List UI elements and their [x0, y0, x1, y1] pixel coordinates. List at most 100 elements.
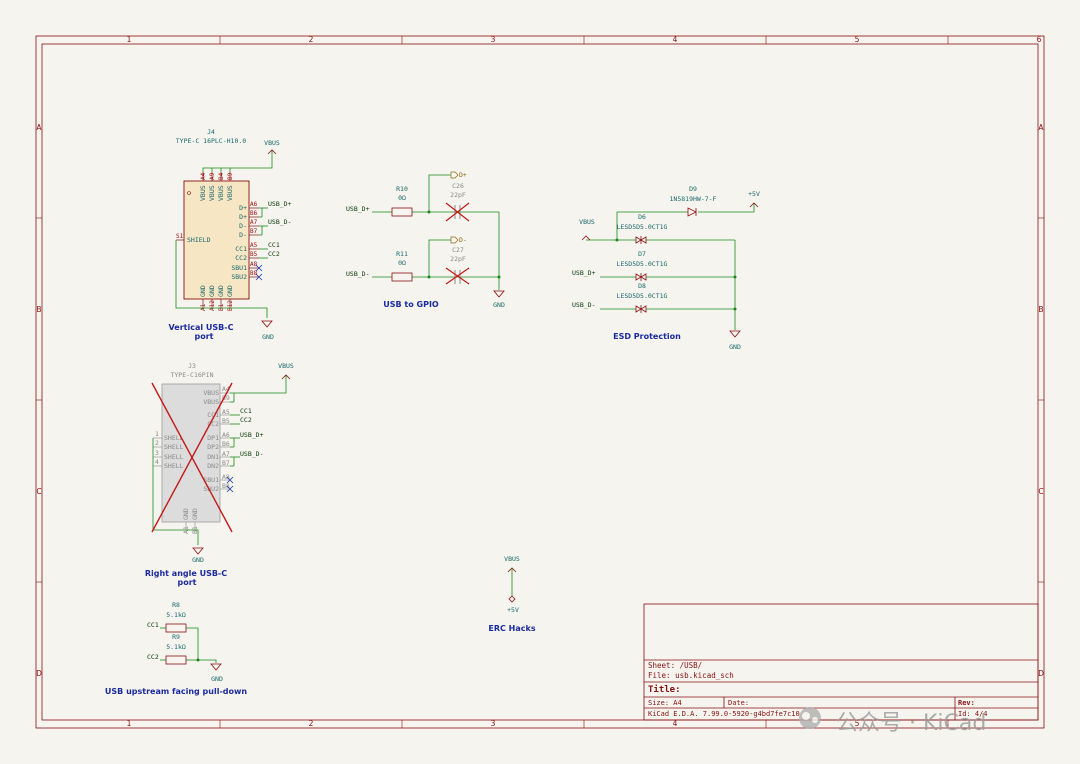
esd-title: ESD Protection: [613, 332, 681, 341]
d9-diode: [687, 207, 697, 217]
pin-num: B1: [218, 303, 225, 311]
d8-diode: [635, 305, 647, 313]
j3-body: [161, 383, 221, 523]
row-label: A: [1038, 123, 1044, 132]
pin-num: B5: [250, 251, 258, 258]
col-label: 6: [1037, 35, 1042, 44]
d7-diode: [635, 273, 647, 281]
pin-num: A8: [250, 261, 258, 268]
svg-text:A4: A4: [222, 385, 230, 393]
tb-size: Size: A4: [648, 699, 682, 707]
tb-id: Id: 4/4: [958, 710, 988, 718]
svg-text:DP2: DP2: [207, 443, 219, 451]
watermark-text: 公众号 · KiCad: [836, 711, 986, 736]
pin-name: GND: [217, 285, 225, 297]
pin-name: D+: [239, 213, 247, 221]
j3-wires: [152, 375, 287, 545]
net-label: CC1: [268, 241, 280, 249]
j3-title: Right angle USB-C: [145, 569, 227, 578]
net-label: CC1: [240, 407, 252, 415]
pin-name: CC2: [235, 254, 247, 262]
svg-text:A8: A8: [222, 473, 230, 481]
gnd-symbol: [210, 663, 222, 671]
pulldown-resistors[interactable]: R8 5.1kΩ R9 5.1kΩ CC1 CC2 GND: [147, 601, 223, 683]
p5v-symbol: [749, 202, 759, 208]
pin-name: GND: [226, 285, 234, 297]
col-label: 1: [127, 35, 132, 44]
j3-title: port: [178, 578, 197, 587]
d9-ref: D9: [689, 185, 697, 193]
pin-name: GND: [208, 285, 216, 297]
col-label: 3: [491, 35, 496, 44]
svg-text:DP1: DP1: [207, 434, 219, 442]
d8-value: LESD5D5.0CT1G: [617, 292, 668, 300]
c27-value: 22pF: [450, 255, 466, 263]
pin-num: A5: [250, 242, 258, 249]
net-label: +5V: [748, 190, 760, 198]
row-label: C: [1038, 487, 1043, 496]
j4-title: Vertical USB-C: [169, 323, 234, 332]
svg-text:SHELL: SHELL: [164, 434, 184, 442]
pin-name: D-: [239, 222, 247, 230]
net-label: GND: [192, 556, 204, 564]
net-label: VBUS: [504, 555, 520, 563]
j4-ref: J4: [207, 128, 215, 136]
svg-text:3: 3: [155, 449, 159, 457]
pin-name: VBUS: [226, 185, 234, 201]
col-label: 5: [855, 719, 860, 728]
j4-connector[interactable]: J4 TYPE-C 16PLC-H10.0 A4 A9 B4 B9 VBUS V…: [176, 128, 259, 311]
pulldown-title: USB upstream facing pull-down: [105, 687, 247, 696]
pin-num: B8: [250, 270, 258, 277]
net-label: USB_D-: [572, 301, 595, 309]
frame-labels: 1 2 3 4 5 6 1 2 3 4 5 A B C D A B C D: [36, 35, 1044, 728]
row-label: B: [1038, 305, 1043, 314]
row-label: D: [36, 669, 42, 678]
svg-text:B8: B8: [222, 482, 230, 490]
pin-name: D-: [239, 231, 247, 239]
d6-ref: D6: [638, 213, 646, 221]
r8-ref: R8: [172, 601, 180, 609]
pin-num: A4: [200, 172, 207, 180]
c26-ref: C26: [452, 182, 464, 190]
pin-num: A12: [209, 300, 216, 311]
row-label: B: [36, 305, 41, 314]
tb-title: Title:: [648, 684, 681, 695]
erc-hacks[interactable]: VBUS +5V: [504, 555, 520, 614]
net-label: CC2: [147, 653, 159, 661]
svg-text:SHELL: SHELL: [164, 443, 184, 451]
svg-text:B9: B9: [222, 394, 230, 402]
d6-value: LESD5D5.0CT1G: [617, 223, 668, 231]
no-connect-marks: [255, 264, 263, 281]
r9-ref: R9: [172, 633, 180, 641]
net-label: D-: [459, 236, 467, 244]
svg-text:CC2: CC2: [207, 420, 219, 428]
net-label: GND: [262, 333, 274, 341]
watermark: 公众号 · KiCad: [799, 707, 986, 736]
pin-num: B4: [218, 172, 225, 180]
esd-protection[interactable]: D9 1N5819HW-7-F D6 LESD5D5.0CT1G D7 LESD…: [572, 185, 760, 351]
j4-body: [183, 180, 250, 300]
col-label: 3: [491, 719, 496, 728]
vbus-symbol: [581, 235, 591, 241]
pin-num: A1: [200, 303, 207, 311]
title-block: [643, 603, 1039, 721]
svg-text:SBU2: SBU2: [203, 485, 219, 493]
pin-num: A7: [250, 219, 258, 226]
net-label: VBUS: [278, 362, 294, 370]
j4-title: port: [195, 332, 214, 341]
tb-sheet: Sheet: /USB/: [648, 661, 702, 670]
usb-to-gpio[interactable]: D+ D- C26 22pF C27 22pF R10 0Ω R11 0Ω US…: [346, 171, 505, 309]
net-label: USB_D-: [268, 218, 291, 226]
sheet-frame: [35, 35, 1045, 729]
r11-resistor: [391, 272, 413, 282]
erc-title: ERC Hacks: [488, 624, 535, 633]
d8-ref: D8: [638, 282, 646, 290]
net-label: D+: [459, 171, 467, 179]
pin-name: D+: [239, 204, 247, 212]
pin-name: SBU1: [231, 264, 247, 272]
frame-ticks: [36, 36, 1044, 728]
r11-ref: R11: [396, 250, 408, 258]
net-label: +5V: [507, 606, 519, 614]
j3-connector[interactable]: J3 TYPE-C16PIN VBUS VBUS CC1 CC2 DP1 DP2…: [153, 362, 230, 534]
